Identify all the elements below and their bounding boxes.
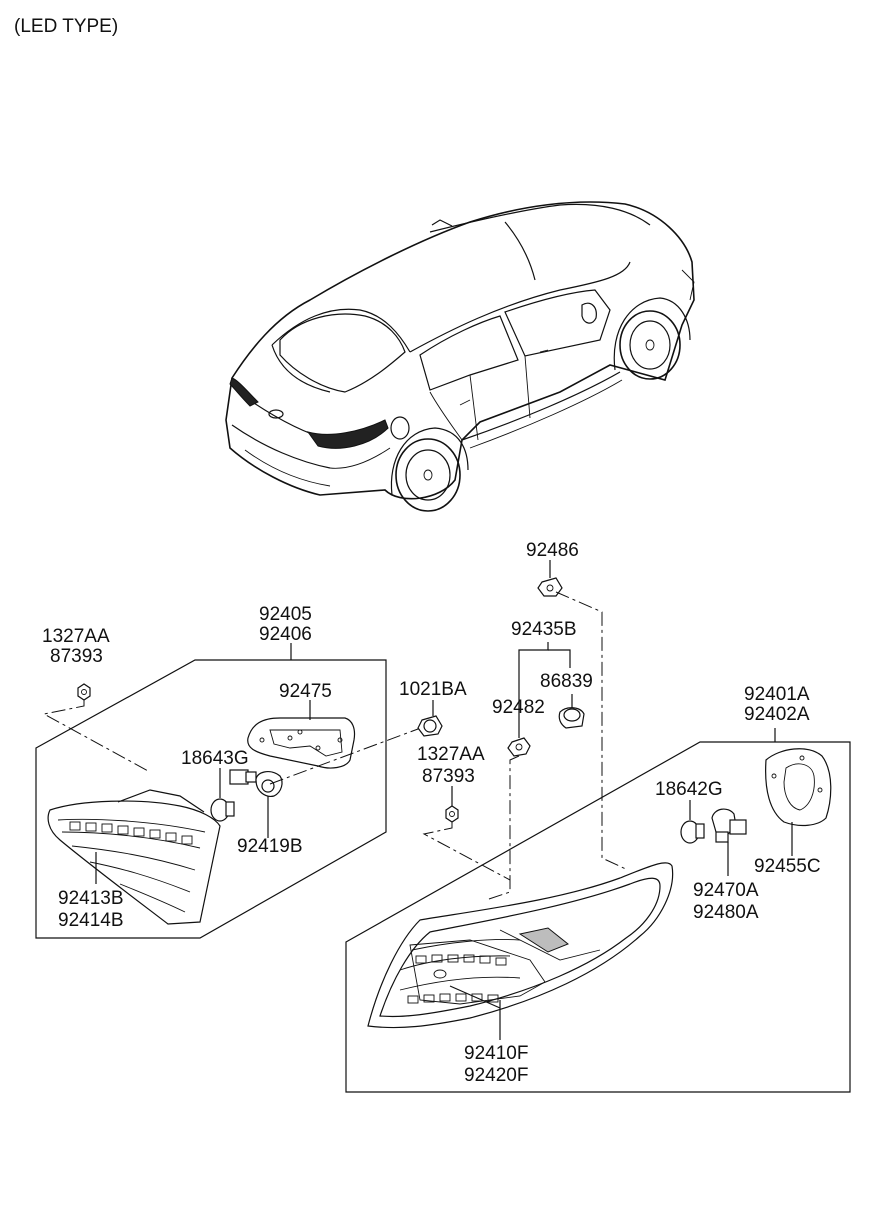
label-92455C: 92455C [754, 856, 821, 877]
label-18642G: 18642G [655, 779, 723, 800]
label-1327AA-left: 1327AA [42, 626, 110, 647]
bulb-18642G [680, 820, 705, 844]
right-tail-lamp-highlight [306, 419, 389, 449]
label-18643G: 18643G [181, 748, 249, 769]
left-assembly-group [35, 643, 427, 939]
grommet-1021BA [417, 715, 443, 737]
outer-tail-lamp-92410F [367, 862, 674, 1029]
label-92413B: 92413B [58, 888, 124, 909]
inner-tail-lamp-92413B [47, 789, 221, 925]
label-92475: 92475 [279, 681, 332, 702]
gasket-92475 [247, 717, 356, 769]
label-92406: 92406 [259, 624, 312, 645]
label-87393-left: 87393 [50, 646, 103, 667]
label-1021BA: 1021BA [399, 679, 467, 700]
left-tail-lamp-highlight [229, 377, 259, 407]
label-1327AA-mid: 1327AA [417, 744, 485, 765]
label-92420F: 92420F [464, 1065, 528, 1086]
connector-clip [229, 769, 257, 785]
nut-1327AA-mid [445, 805, 459, 823]
gasket-92455C [765, 748, 832, 827]
right-assembly-group [345, 728, 851, 1093]
label-92486: 92486 [526, 540, 579, 561]
label-86839: 86839 [540, 671, 593, 692]
car-illustration [225, 201, 695, 512]
left-assembly-outline [35, 659, 387, 939]
grommet-92482 [507, 737, 531, 757]
label-92482: 92482 [492, 697, 545, 718]
socket-92419B [255, 771, 283, 797]
label-92402A: 92402A [744, 704, 810, 725]
label-92401A: 92401A [744, 684, 810, 705]
label-92419B: 92419B [237, 836, 303, 857]
screw-92486 [537, 577, 563, 597]
page-title: (LED TYPE) [14, 16, 118, 37]
right-assembly-outline [345, 741, 851, 1093]
nut-1327AA-left [77, 683, 91, 701]
label-92480A: 92480A [693, 902, 759, 923]
label-92414B: 92414B [58, 910, 124, 931]
socket-92470A [711, 808, 747, 843]
label-92470A: 92470A [693, 880, 759, 901]
label-92410F: 92410F [464, 1043, 528, 1064]
label-92435B: 92435B [511, 619, 577, 640]
bulb-18643G [210, 798, 235, 822]
label-87393-mid: 87393 [422, 766, 475, 787]
label-92405: 92405 [259, 604, 312, 625]
clip-86839 [558, 707, 585, 729]
